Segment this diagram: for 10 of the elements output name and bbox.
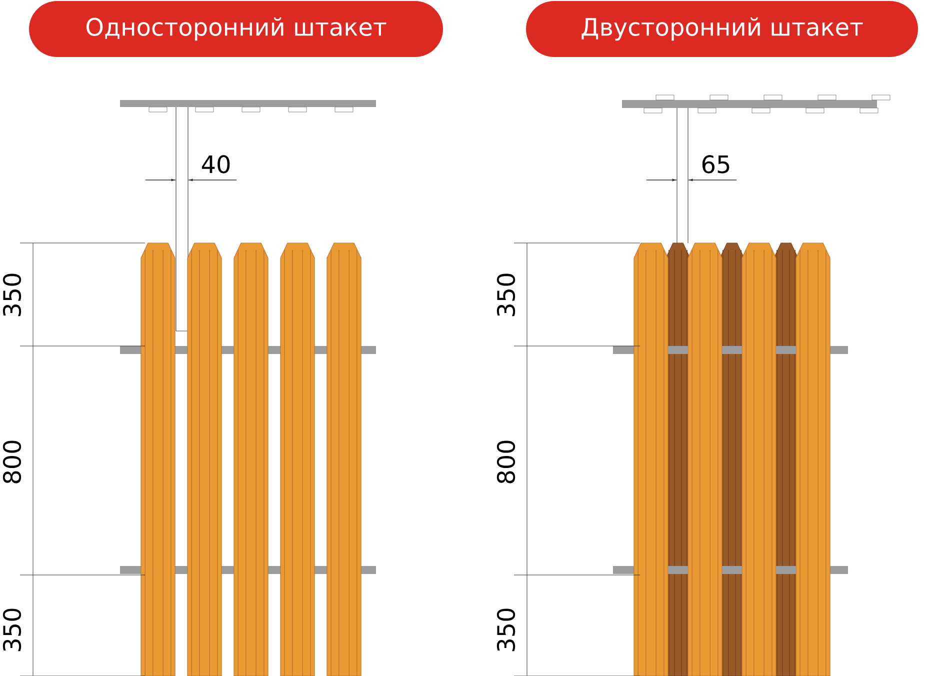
dimension-label: 40 [202,155,230,174]
dimension-label: 800 [496,440,516,484]
dimension-label: 350 [2,608,22,652]
dimension-label: 350 [2,274,22,316]
dimension-label: 350 [496,608,516,652]
title-banner: Двусторонний штакет [526,1,918,57]
dimension-label: 800 [2,440,22,484]
dimension-label: 65 [702,155,730,174]
title-banner: Односторонний штакет [29,1,443,57]
dimension-label: 350 [496,274,516,316]
